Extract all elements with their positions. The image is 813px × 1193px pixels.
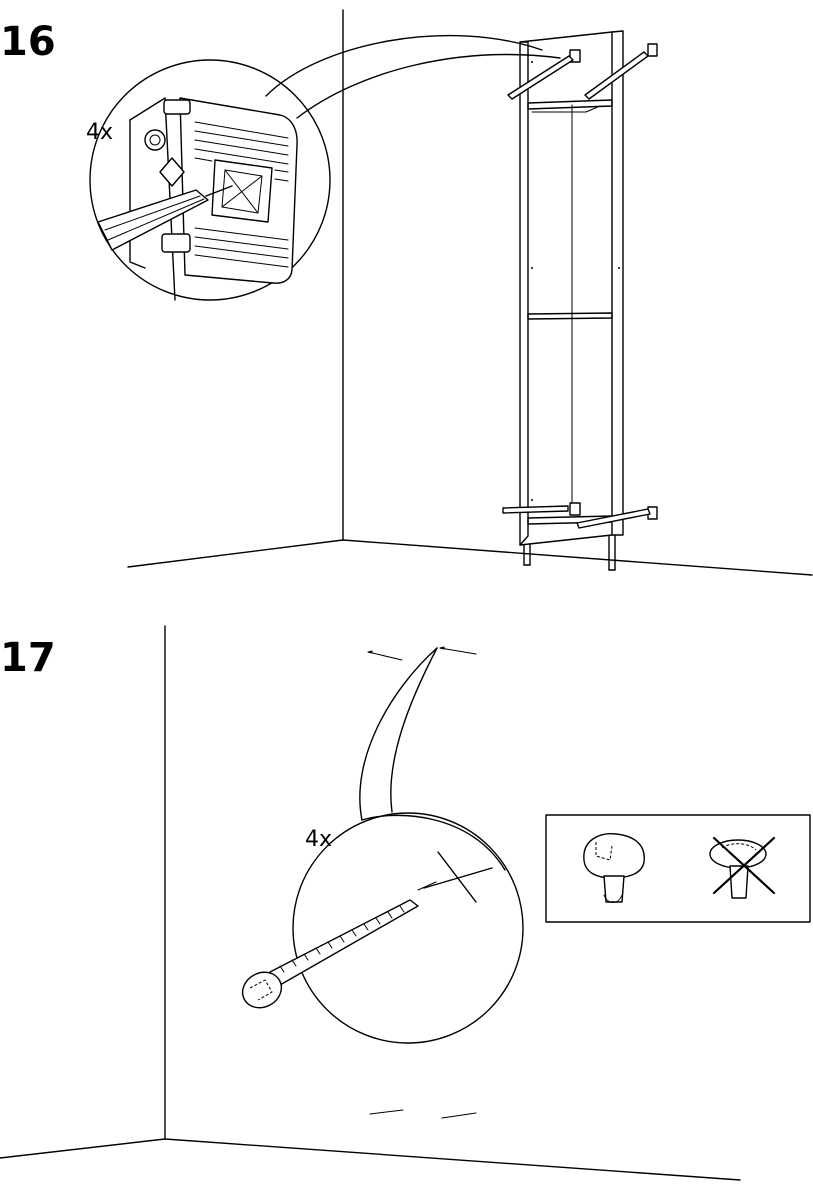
room-corner-17 [0, 625, 741, 1181]
quantity-label-17: 4x [305, 827, 333, 852]
quantity-label-16: 4x [86, 120, 114, 145]
correct-screw-icon [583, 833, 645, 903]
wall-screw-marks [367, 646, 477, 1119]
bracket-detail [129, 97, 298, 301]
incorrect-screw-icon [709, 836, 776, 899]
step-number-16: 16 [0, 19, 56, 65]
wood-screw [241, 881, 437, 1009]
cabinet [502, 30, 658, 571]
screw-head-comparison-panel [545, 814, 811, 923]
detail-callout-16 [89, 35, 561, 301]
step-number-17: 17 [0, 635, 56, 681]
room-corner-16 [127, 9, 813, 576]
screwdriver-detail [97, 185, 233, 251]
detail-callout-17 [241, 647, 524, 1044]
